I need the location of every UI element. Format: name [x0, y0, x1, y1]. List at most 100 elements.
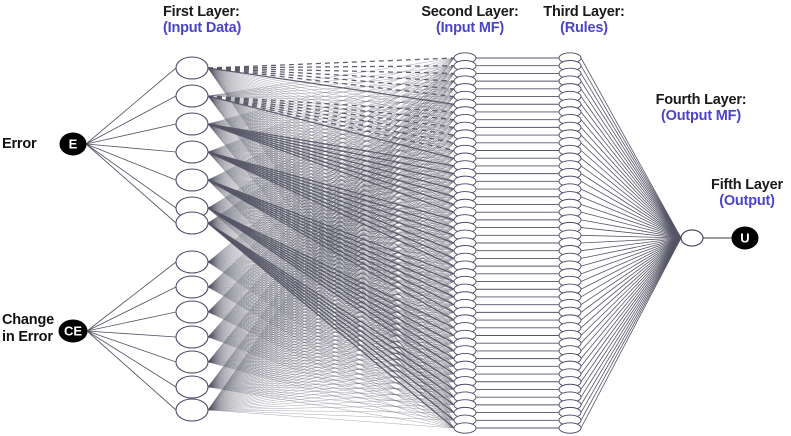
edge — [580, 237, 682, 413]
edge — [207, 119, 455, 125]
edge — [580, 237, 682, 290]
edge — [580, 237, 682, 252]
edge — [580, 88, 682, 239]
edge — [207, 165, 455, 411]
edge — [207, 57, 455, 363]
edge — [207, 57, 455, 125]
edge — [207, 73, 455, 181]
edge — [207, 88, 455, 363]
edge — [207, 188, 455, 411]
edge — [207, 65, 455, 125]
edge — [580, 234, 682, 239]
edge — [207, 57, 455, 288]
input-cerr-label-line1: Change — [2, 312, 54, 328]
layer1-label-line2: (Input Data) — [163, 20, 242, 37]
edge — [207, 319, 455, 411]
edge — [207, 88, 455, 338]
edge — [207, 104, 455, 125]
edge — [580, 227, 682, 239]
edge — [580, 237, 682, 313]
edge — [207, 311, 455, 429]
edge — [207, 336, 455, 413]
edge — [580, 237, 682, 298]
edge — [580, 237, 682, 305]
input-error-label: Error — [2, 136, 37, 153]
edge — [207, 88, 455, 125]
edge — [207, 151, 455, 174]
edge — [85, 95, 177, 145]
edge — [580, 237, 682, 244]
edge — [580, 142, 682, 239]
edge — [207, 142, 455, 263]
edge — [580, 237, 682, 390]
edge — [207, 142, 455, 288]
edge — [207, 104, 455, 411]
edge — [86, 330, 177, 388]
edge — [207, 151, 455, 182]
edge — [207, 104, 455, 153]
edge — [207, 123, 455, 128]
edge — [207, 65, 455, 338]
layer3-node — [558, 422, 582, 434]
edge — [207, 265, 455, 411]
input-error-label-line1: Error — [2, 136, 37, 152]
edge — [580, 134, 682, 239]
edge — [580, 104, 682, 239]
edge — [580, 237, 682, 344]
edge — [580, 196, 682, 239]
edge — [207, 57, 455, 411]
edge — [207, 65, 455, 313]
edge — [207, 311, 455, 344]
edge — [207, 150, 455, 363]
edge — [207, 311, 455, 406]
input-node-error — [59, 132, 87, 156]
edge — [207, 342, 455, 411]
edge — [207, 80, 455, 411]
edge — [207, 88, 455, 97]
edge — [86, 330, 177, 411]
edge — [207, 273, 455, 411]
edge — [207, 289, 455, 411]
edge — [207, 409, 455, 413]
edge — [580, 119, 682, 239]
edge — [85, 143, 177, 153]
edge — [207, 88, 455, 411]
edge — [207, 404, 455, 411]
edge — [85, 67, 177, 145]
edge — [207, 65, 455, 388]
output-node-u-symbol: U — [740, 231, 749, 246]
edge — [207, 312, 455, 411]
edge — [207, 73, 455, 153]
edge — [207, 165, 455, 338]
edge — [207, 150, 455, 153]
edge — [207, 80, 455, 363]
layer4-label: Fourth Layer: (Output MF) — [645, 92, 757, 124]
layer2-node — [453, 422, 477, 434]
edges-inputs-to-layer1 — [85, 67, 177, 411]
edge — [207, 204, 455, 411]
edge — [207, 336, 455, 421]
layer5-label-line1: Fifth Layer — [711, 177, 783, 193]
edge — [207, 88, 455, 153]
edge — [207, 57, 455, 388]
edge — [207, 104, 455, 363]
edge — [580, 65, 682, 239]
edge — [207, 119, 455, 153]
edge — [580, 157, 682, 239]
edge — [85, 143, 177, 209]
layer1-node — [175, 375, 209, 399]
edge — [580, 96, 682, 239]
edge — [580, 165, 682, 239]
edge — [207, 119, 455, 263]
edge — [207, 373, 455, 411]
edge — [207, 134, 455, 263]
edge — [207, 123, 455, 159]
edge — [207, 311, 455, 367]
edge — [207, 151, 455, 190]
edge — [580, 237, 682, 321]
edge — [580, 237, 682, 375]
edge — [207, 151, 455, 159]
edge — [207, 80, 455, 153]
